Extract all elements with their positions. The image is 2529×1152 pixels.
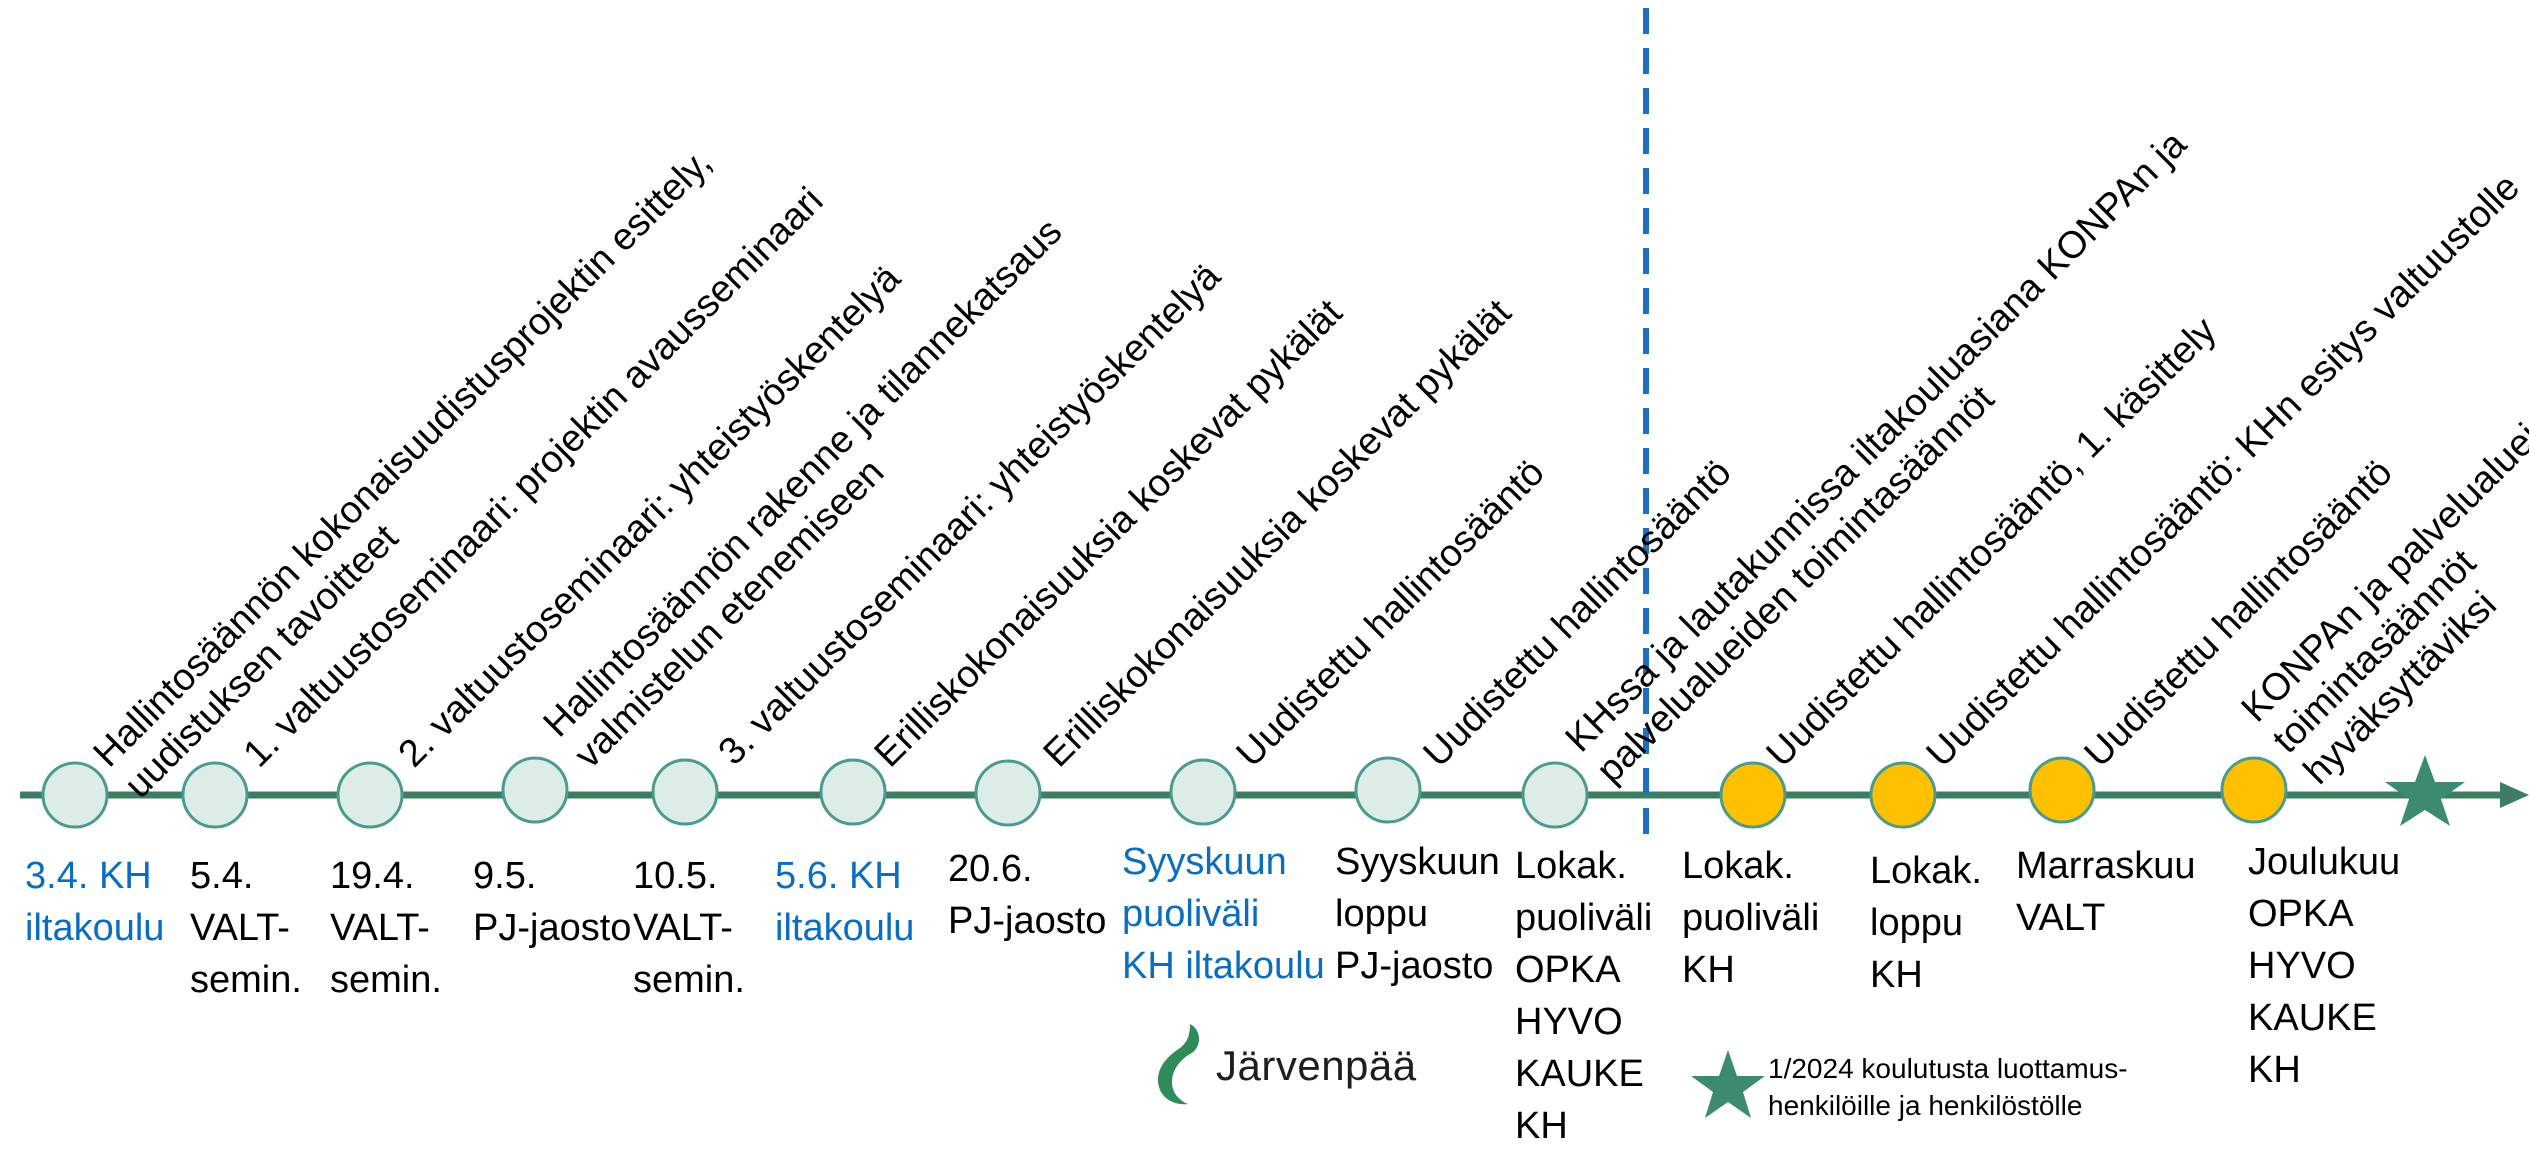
milestone-marker-upcoming xyxy=(2220,756,2288,824)
milestone-marker-past xyxy=(41,761,109,829)
milestone-marker-upcoming xyxy=(1719,761,1787,829)
star-icon xyxy=(2385,755,2465,826)
date-label: 9.5. PJ-jaosto xyxy=(473,855,632,949)
footnote-text: 1/2024 koulutusta luottamus- henkilöille… xyxy=(1768,1053,2128,1121)
milestone-marker-past xyxy=(651,758,719,826)
milestone-marker-past xyxy=(336,761,404,829)
milestone-marker-past xyxy=(974,759,1042,827)
date-label: Syyskuun puoliväli KH iltakoulu xyxy=(1122,841,1325,987)
milestone-marker-past xyxy=(1169,758,1237,826)
date-label: 5.4. VALT- semin. xyxy=(190,855,302,1001)
timeline-arrowhead xyxy=(2500,782,2529,808)
date-label: Lokak. puoliväli KH xyxy=(1682,845,1820,991)
date-label: 10.5. VALT- semin. xyxy=(633,855,745,1001)
star-icon xyxy=(1691,1050,1765,1118)
date-label: Marraskuu VALT xyxy=(2016,845,2196,939)
milestone-marker-past xyxy=(1354,756,1422,824)
milestone-marker-past xyxy=(819,758,887,826)
date-label: Syyskuun loppu PJ-jaosto xyxy=(1335,841,1500,987)
date-label: 19.4. VALT- semin. xyxy=(330,855,442,1001)
milestone-marker-upcoming xyxy=(2028,756,2096,824)
date-label: Joulukuu OPKA HYVO KAUKE KH xyxy=(2248,841,2401,1091)
date-label: Lokak. loppu KH xyxy=(1870,850,1982,996)
milestone-marker-past xyxy=(501,756,569,824)
milestone-marker-past xyxy=(1521,761,1589,829)
date-label: 3.4. KH iltakoulu xyxy=(25,855,165,949)
date-label: Lokak. puoliväli OPKA HYVO KAUKE KH xyxy=(1515,845,1653,1147)
jarvenpaa-logo: Järvenpää xyxy=(1150,1020,1417,1112)
milestone-marker-past xyxy=(181,761,249,829)
logo-wordmark: Järvenpää xyxy=(1216,1042,1417,1089)
date-label: 20.6. PJ-jaosto xyxy=(948,848,1107,942)
date-label: 5.6. KH iltakoulu xyxy=(775,855,915,949)
milestone-marker-upcoming xyxy=(1869,761,1937,829)
swan-logo-icon xyxy=(1158,1024,1199,1105)
